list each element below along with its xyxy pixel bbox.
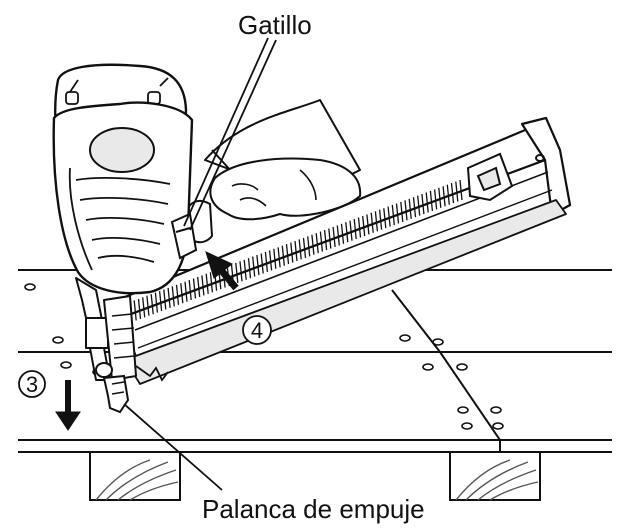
- trigger: [170, 212, 198, 260]
- push-lever: [95, 362, 169, 414]
- push-lever-label: Palanca de empuje: [202, 494, 425, 524]
- step-4-number: 4: [251, 318, 263, 343]
- joist-left: [89, 451, 181, 501]
- step-3-badge: 3: [18, 370, 46, 398]
- step-4-badge: 4: [242, 315, 272, 345]
- trigger-label: Gatillo: [238, 10, 312, 40]
- push-forward-arrow: [205, 251, 239, 291]
- leader-lines: [123, 37, 277, 491]
- nail-strip: [129, 179, 463, 323]
- magazine-follower: [466, 152, 545, 202]
- joist-right: [449, 451, 541, 501]
- push-down-arrow: [55, 380, 81, 431]
- nailer-body: [52, 63, 194, 381]
- board-nail-holes: [24, 283, 504, 430]
- step-3-number: 3: [26, 372, 38, 397]
